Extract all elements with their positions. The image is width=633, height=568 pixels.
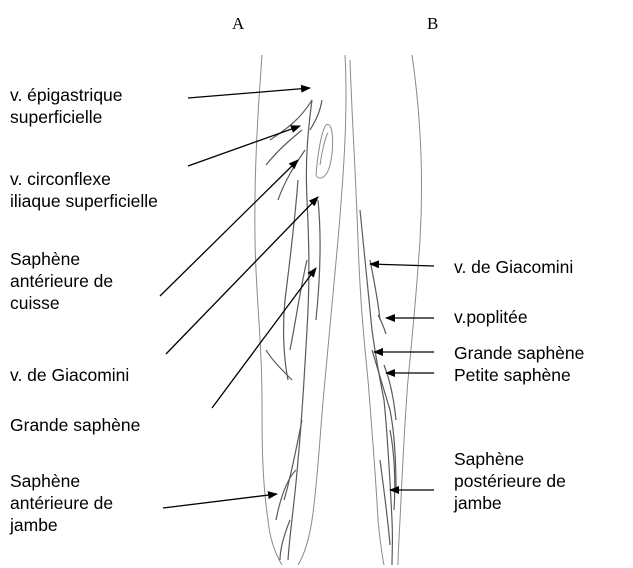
label-petite-saphene: Petite saphène (454, 364, 571, 386)
leg-a-veins (266, 100, 322, 560)
arrow-saphene-anterieure-jambe (163, 494, 277, 508)
arrow-giacomini-left (166, 197, 318, 354)
arrow-saphene-anterieure-cuisse (160, 160, 298, 296)
label-saphene-posterieure-jambe: Saphène postérieure de jambe (454, 448, 566, 514)
arrow-epigastrique (188, 88, 310, 98)
label-poplitee: v.poplitée (454, 306, 528, 328)
label-giacomini-right: v. de Giacomini (454, 256, 573, 278)
arrows-left (160, 88, 318, 508)
label-epigastrique: v. épigastrique superficielle (10, 84, 123, 128)
panel-letter-b: B (427, 14, 438, 34)
arrow-giacomini-right (370, 264, 434, 266)
arrow-grande-saphene-left (212, 268, 316, 408)
panel-letter-a: A (232, 14, 244, 34)
label-grande-saphene-right: Grande saphène (454, 342, 584, 364)
label-circonflexe: v. circonflexe iliaque superficielle (10, 168, 158, 212)
label-giacomini-left: v. de Giacomini (10, 364, 129, 386)
label-saphene-anterieure-jambe: Saphène antérieure de jambe (10, 470, 113, 536)
label-saphene-anterieure-cuisse: Saphène antérieure de cuisse (10, 248, 113, 314)
leg-b-outline (350, 55, 422, 565)
label-grande-saphene-left: Grande saphène (10, 414, 140, 436)
